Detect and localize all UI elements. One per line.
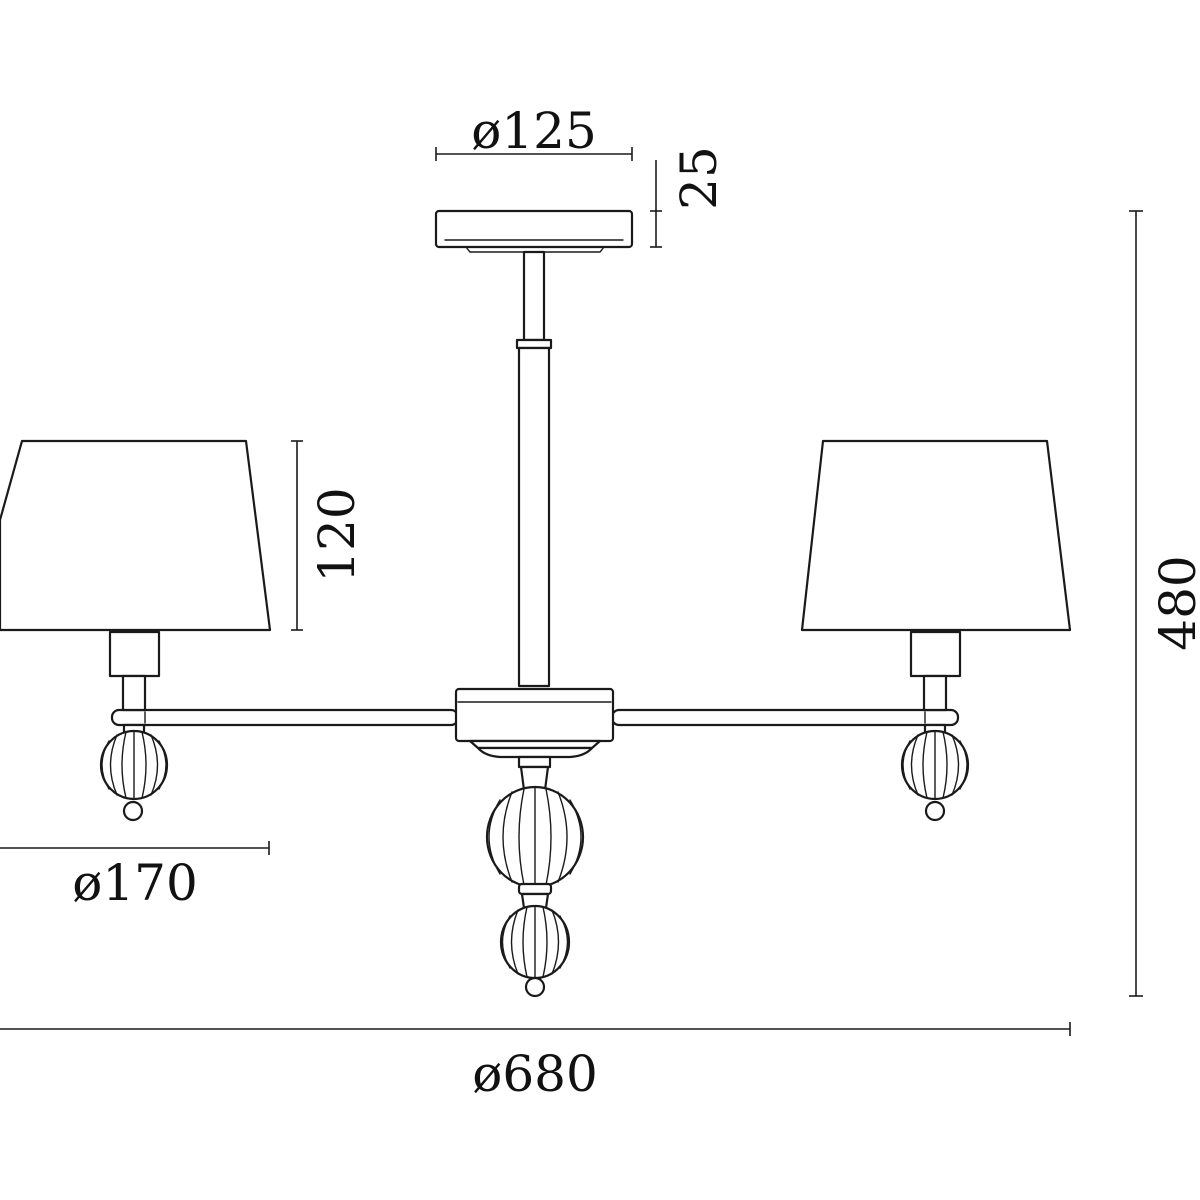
dimension-label-canopy-diameter: ø125 xyxy=(471,102,597,160)
central-pendant xyxy=(485,755,585,998)
dimension-overall-height: 480 xyxy=(1129,210,1200,997)
dimension-label-canopy-height: 25 xyxy=(670,146,728,210)
central-rod xyxy=(515,250,553,688)
right-lamp xyxy=(800,439,1072,822)
central-hub xyxy=(454,687,615,759)
dimension-shade-diameter: ø170 xyxy=(0,841,270,912)
dimension-label-shade-height: 120 xyxy=(308,487,366,582)
dimension-canopy-diameter: ø125 xyxy=(435,102,633,161)
dimension-label-overall-height: 480 xyxy=(1149,555,1200,650)
dimension-overall-diameter: ø680 xyxy=(0,1022,1071,1103)
dimension-label-overall-diameter: ø680 xyxy=(472,1045,598,1103)
dimension-canopy-height: 25 xyxy=(650,146,728,248)
dimension-shade-height: 120 xyxy=(291,440,366,631)
arms xyxy=(110,708,960,727)
ceiling-canopy xyxy=(434,209,634,253)
left-lamp xyxy=(0,439,272,822)
dimension-label-shade-diameter: ø170 xyxy=(72,854,198,912)
